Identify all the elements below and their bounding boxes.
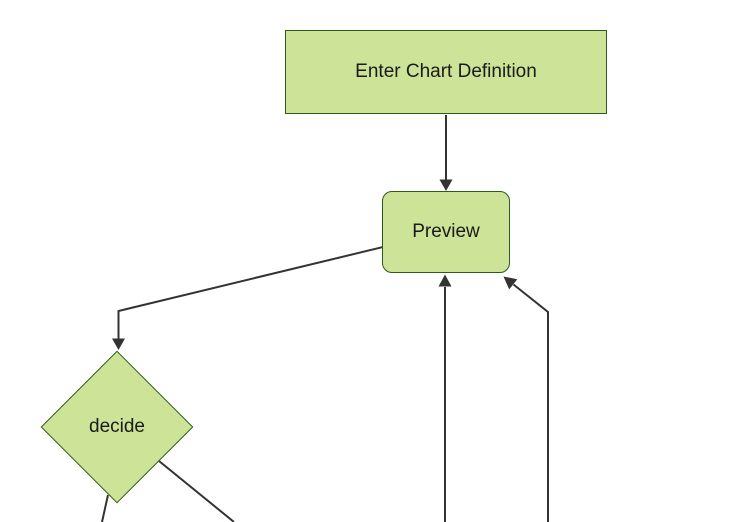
node-decide-label: decide bbox=[89, 415, 145, 437]
edge-preview-to-decide bbox=[117, 246, 384, 340]
node-preview: Preview bbox=[382, 191, 510, 273]
edge-decide-to-bottom-right bbox=[158, 460, 235, 522]
arrowhead-preview-to-decide bbox=[112, 338, 125, 350]
node-preview-label: Preview bbox=[412, 220, 480, 242]
arrowhead-bottom-right-to-preview bbox=[503, 276, 518, 290]
node-enter-chart-definition-label: Enter Chart Definition bbox=[355, 60, 537, 82]
node-enter-chart-definition: Enter Chart Definition bbox=[285, 30, 607, 114]
arrowhead-bottom-to-preview bbox=[438, 274, 452, 287]
arrowhead-enter-to-preview bbox=[439, 179, 453, 191]
edge-bottom-right-to-preview bbox=[512, 283, 549, 522]
edge-decide-to-bottom-left bbox=[101, 494, 109, 522]
